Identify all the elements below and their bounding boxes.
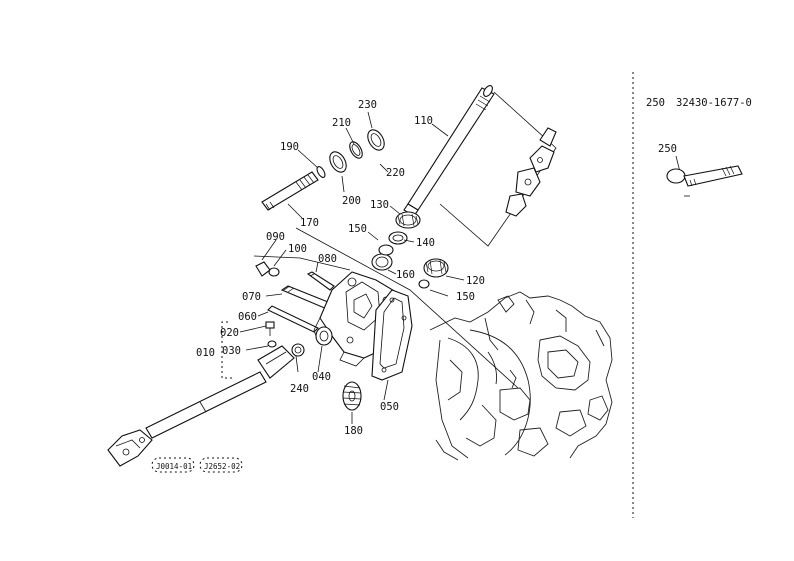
drive-shaft-lower bbox=[107, 343, 305, 467]
callout-120: 120 bbox=[466, 275, 485, 287]
side-ref-number: 250 bbox=[646, 97, 665, 109]
callout-060: 060 bbox=[238, 311, 257, 323]
callout-240: 240 bbox=[290, 383, 309, 395]
ring-210 bbox=[349, 141, 363, 159]
callout-050: 050 bbox=[380, 401, 399, 413]
shaft-170 bbox=[261, 171, 319, 211]
ring-140 bbox=[388, 231, 408, 245]
callout-080: 080 bbox=[318, 253, 337, 265]
callout-020: 020 bbox=[220, 327, 239, 339]
ref-tag-1: J0014-01 bbox=[156, 462, 192, 471]
bearing-230 bbox=[367, 129, 385, 151]
shaft-110 bbox=[403, 85, 495, 217]
bearing-200 bbox=[329, 151, 347, 173]
universal-joint-upper bbox=[505, 127, 557, 217]
callout-labels: 230 210 190 110 220 200 170 130 150 140 … bbox=[196, 99, 485, 437]
washer-030 bbox=[267, 340, 277, 348]
washer-100 bbox=[268, 267, 280, 277]
ring-160 bbox=[378, 244, 394, 256]
reference-tags: J0014-01 J2652-02 bbox=[151, 457, 243, 473]
callout-030: 030 bbox=[222, 345, 241, 357]
shaft-250 bbox=[666, 165, 743, 197]
washer-190 bbox=[316, 166, 326, 178]
bolt-020 bbox=[265, 321, 275, 336]
callout-150b: 150 bbox=[456, 291, 475, 303]
callout-040: 040 bbox=[312, 371, 331, 383]
gear-130 bbox=[395, 211, 421, 229]
side-callout-250: 250 bbox=[658, 143, 677, 155]
gasket-050 bbox=[371, 289, 413, 381]
callout-100: 100 bbox=[288, 243, 307, 255]
side-ref-part-code: 32430-1677-0 bbox=[676, 97, 752, 109]
bolt-090 bbox=[255, 261, 271, 277]
gear-180 bbox=[342, 381, 362, 411]
callout-230: 230 bbox=[358, 99, 377, 111]
callout-210: 210 bbox=[332, 117, 351, 129]
callout-090: 090 bbox=[266, 231, 285, 243]
oil-seal-040 bbox=[315, 326, 333, 346]
leader-lines bbox=[221, 111, 519, 424]
callout-150: 150 bbox=[348, 223, 367, 235]
washer-150 bbox=[418, 279, 430, 289]
bolt-060 bbox=[267, 305, 319, 333]
bearing-150 bbox=[371, 253, 393, 271]
callout-190: 190 bbox=[280, 141, 299, 153]
callout-110: 110 bbox=[414, 115, 433, 127]
callout-180: 180 bbox=[344, 425, 363, 437]
ref-tag-2: J2652-02 bbox=[204, 462, 240, 471]
callout-170: 170 bbox=[300, 217, 319, 229]
callout-220: 220 bbox=[386, 167, 405, 179]
callout-010: 010 bbox=[196, 347, 215, 359]
engine-block-drawing bbox=[429, 291, 613, 461]
callout-160: 160 bbox=[396, 269, 415, 281]
callout-140: 140 bbox=[416, 237, 435, 249]
callout-070: 070 bbox=[242, 291, 261, 303]
callout-200: 200 bbox=[342, 195, 361, 207]
callout-130: 130 bbox=[370, 199, 389, 211]
side-panel: 250 32430-1677-0 250 bbox=[646, 97, 752, 197]
stud-080 bbox=[306, 271, 335, 291]
gear-120 bbox=[423, 258, 449, 278]
